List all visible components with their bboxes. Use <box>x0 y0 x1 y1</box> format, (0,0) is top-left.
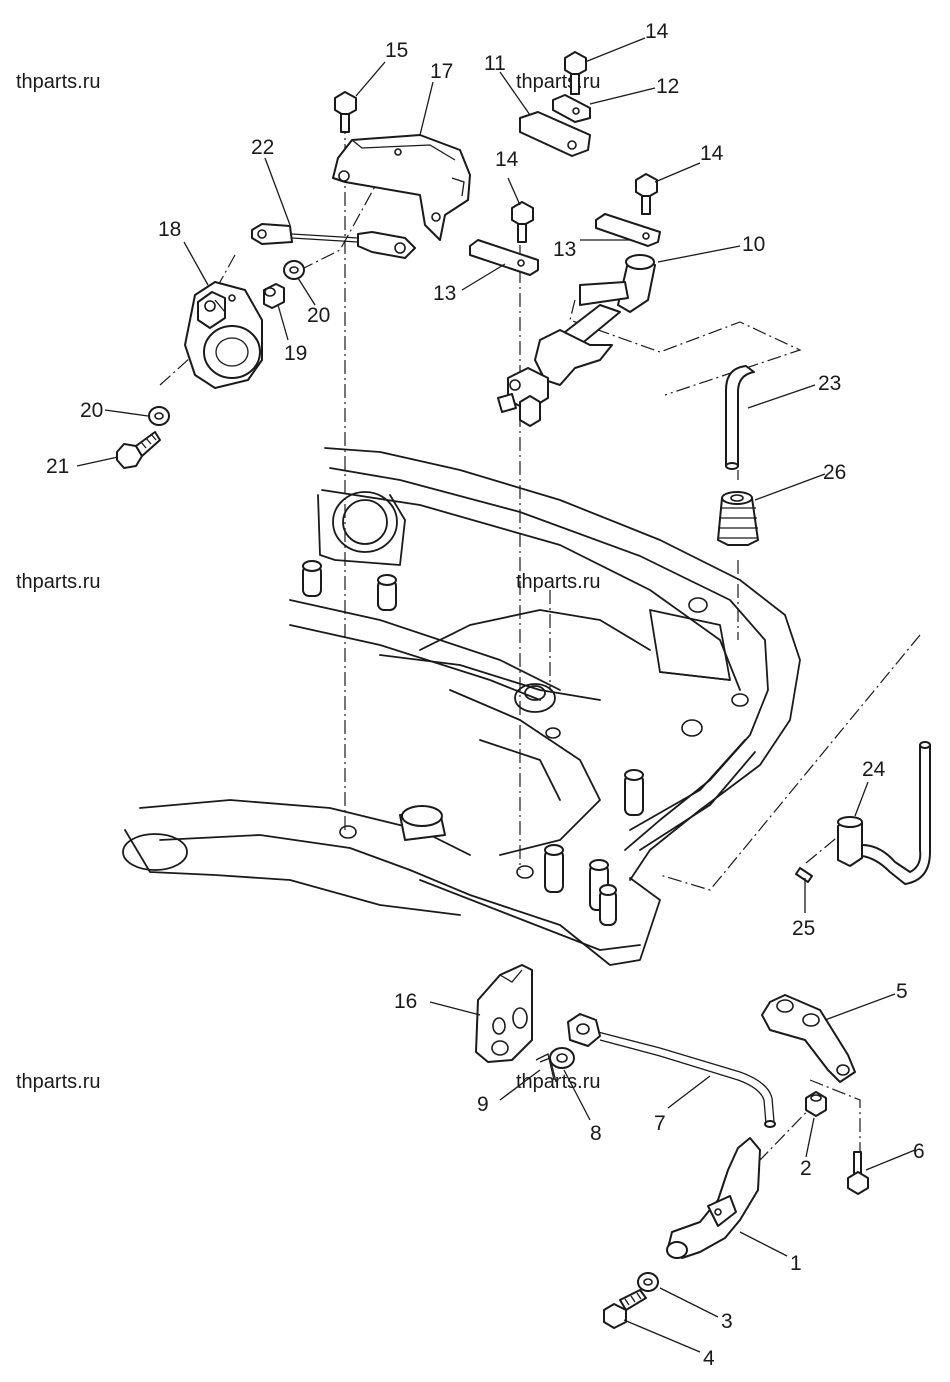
pin-25 <box>795 867 813 883</box>
washer-3 <box>637 1272 659 1292</box>
bolt-21 <box>116 431 161 469</box>
callout-14-right: 14 <box>700 142 724 165</box>
lever-1 <box>666 1137 761 1259</box>
collar-19 <box>263 283 285 309</box>
callout-7: 7 <box>654 1112 666 1135</box>
callout-17: 17 <box>430 60 453 83</box>
washer-20-upper <box>283 260 305 280</box>
callout-4: 4 <box>703 1347 715 1370</box>
callout-11: 11 <box>484 52 506 75</box>
callout-20-upper: 20 <box>307 304 330 327</box>
callout-6: 6 <box>913 1140 925 1163</box>
callout-9: 9 <box>477 1093 489 1116</box>
bolt-15 <box>334 91 357 133</box>
cable-22 <box>251 223 416 259</box>
callout-18: 18 <box>158 218 181 241</box>
assembly-centerlines <box>159 120 921 1249</box>
callout-21: 21 <box>46 455 69 478</box>
plate-13-left <box>469 239 539 276</box>
watermark-text: thparts.ru <box>16 571 100 593</box>
washer-8 <box>549 1047 575 1069</box>
watermark-text: thparts.ru <box>16 71 100 93</box>
callout-22: 22 <box>251 136 274 159</box>
callout-labels: 15 17 11 14 12 14 14 13 13 10 22 18 20 1… <box>46 20 925 1370</box>
callout-19: 19 <box>284 342 307 365</box>
callout-14-top: 14 <box>645 20 669 43</box>
collar-2 <box>805 1091 827 1117</box>
grommet-26 <box>717 491 759 546</box>
watermark-text: thparts.ru <box>516 571 600 593</box>
lower-cover-illustration <box>122 447 801 966</box>
block-16 <box>475 964 533 1063</box>
watermark-text: thparts.ru <box>16 1071 100 1093</box>
watermark-text: thparts.ru <box>516 71 600 93</box>
callout-13-left: 13 <box>433 282 456 305</box>
callout-16: 16 <box>394 990 417 1013</box>
callout-12: 12 <box>656 75 679 98</box>
plate-11 <box>519 111 591 157</box>
callout-3: 3 <box>721 1310 733 1333</box>
washer-20-lower <box>148 406 170 426</box>
callout-23: 23 <box>818 372 841 395</box>
callout-25: 25 <box>792 917 815 940</box>
callout-20-lower: 20 <box>80 399 103 422</box>
watermark-text: thparts.ru <box>516 1071 600 1093</box>
bolt-14-right <box>635 173 658 215</box>
callout-5: 5 <box>896 980 908 1003</box>
bolt-14-top <box>564 51 587 95</box>
callout-2: 2 <box>800 1157 812 1180</box>
cap-24 <box>837 816 863 867</box>
plate-13-right <box>595 213 661 247</box>
link-rod-7 <box>567 1013 776 1128</box>
lever-5 <box>761 994 856 1083</box>
housing-18 <box>184 281 263 389</box>
callout-26: 26 <box>823 461 846 484</box>
bolt-4 <box>603 1289 647 1329</box>
bolt-14-middle <box>511 201 534 243</box>
leader-lines <box>76 37 916 1353</box>
callout-14-middle: 14 <box>495 148 519 171</box>
callout-13-right: 13 <box>553 238 576 261</box>
arm-10 <box>497 254 656 427</box>
hose-23 <box>725 365 755 470</box>
cotter-pin-9 <box>535 1053 557 1083</box>
plate-12 <box>552 94 591 123</box>
bolt-6 <box>847 1151 869 1195</box>
hose-24 <box>861 741 931 885</box>
callout-24: 24 <box>862 758 886 781</box>
bracket-17 <box>332 134 471 241</box>
callout-10: 10 <box>742 233 765 256</box>
callout-1: 1 <box>790 1252 802 1275</box>
callout-15: 15 <box>385 39 408 62</box>
callout-8: 8 <box>590 1122 602 1145</box>
